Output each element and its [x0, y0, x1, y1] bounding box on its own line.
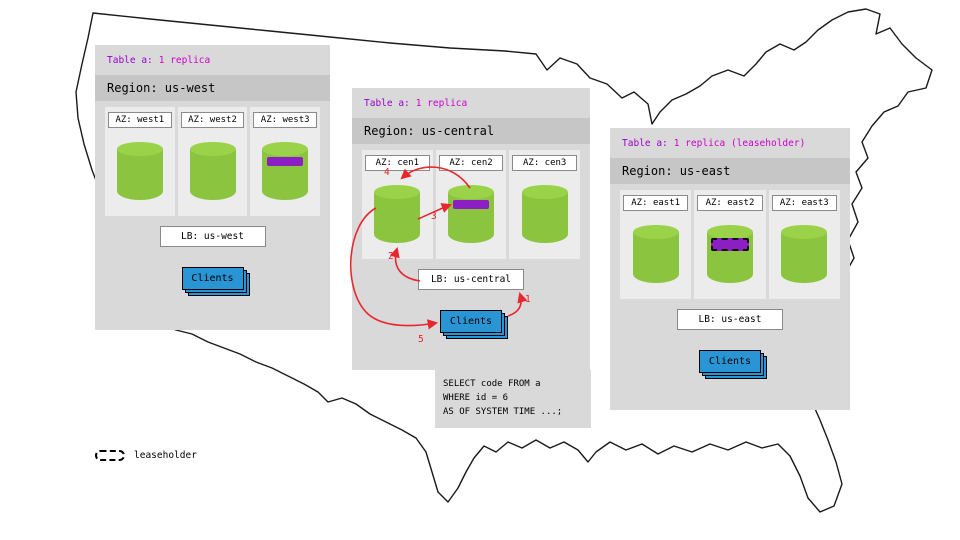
region-panel-us-central: Table a: 1 replica Region: us-central AZ:…: [352, 88, 590, 370]
table-replica-header: Table a: 1 replica: [352, 88, 590, 118]
cylinder-top: [189, 142, 236, 156]
database-cylinder: [521, 185, 568, 243]
flow-step-number: 3: [431, 211, 437, 222]
az-column-cen3: AZ: cen3: [509, 150, 581, 259]
az-column-west3: AZ: west3: [250, 107, 321, 216]
az-label: AZ: west1: [108, 112, 172, 128]
database-cylinder: [448, 185, 494, 243]
replica-band: [267, 157, 304, 166]
table-label: Table a:: [107, 55, 153, 66]
az-row: AZ: cen1 AZ: cen2 AZ: cen3: [362, 150, 581, 259]
cylinder-top: [781, 225, 828, 239]
region-title: Region: us-west: [95, 75, 330, 101]
az-label: AZ: cen1: [365, 155, 430, 171]
sql-line: AS OF SYSTEM TIME ...;: [443, 406, 563, 417]
sql-query-box: SELECT code FROM a WHERE id = 6 AS OF SY…: [435, 370, 591, 428]
database-cylinder: [706, 225, 753, 283]
database-cylinder: [374, 185, 421, 243]
flow-step-number: 4: [384, 167, 390, 178]
table-replica-header: Table a: 1 replica: [95, 45, 330, 75]
cylinder-top: [116, 142, 163, 156]
cylinder-body: [374, 192, 421, 243]
replica-label: 1 replica: [415, 98, 468, 109]
sql-line: WHERE id = 6: [443, 392, 509, 403]
az-column-east2: AZ: east2: [694, 190, 766, 299]
region-panel-us-east: Table a: 1 replica (leaseholder) Region: …: [610, 128, 850, 410]
database-cylinder: [781, 225, 828, 283]
flow-step-number: 2: [388, 251, 394, 262]
az-label: AZ: west2: [180, 112, 245, 128]
cylinder-body: [632, 232, 679, 283]
az-column-cen2: AZ: cen2: [435, 150, 507, 259]
cylinder-top: [521, 185, 568, 199]
clients-box: Clients: [181, 267, 244, 290]
az-label: AZ: cen2: [438, 155, 504, 171]
leaseholder-legend-swatch: [95, 450, 125, 461]
cylinder-top: [374, 185, 421, 199]
cylinder-body: [521, 192, 568, 243]
flow-step-number: 1: [525, 294, 531, 305]
az-column-west2: AZ: west2: [177, 107, 248, 216]
leaseholder-replica-band: [710, 238, 749, 251]
region-panel-us-west: Table a: 1 replica Region: us-west AZ: we…: [95, 45, 330, 330]
table-replica-header: Table a: 1 replica (leaseholder): [610, 128, 850, 158]
load-balancer-box: LB: us-west: [159, 226, 266, 247]
clients-box: Clients: [440, 310, 502, 333]
cylinder-top: [448, 185, 494, 199]
cylinder-body: [781, 232, 828, 283]
az-column-cen1: AZ: cen1: [362, 150, 433, 259]
replica-leaseholder-label: 1 replica (leaseholder): [673, 138, 806, 149]
load-balancer-box: LB: us-east: [677, 309, 783, 330]
cylinder-top: [706, 225, 753, 239]
cylinder-top: [632, 225, 679, 239]
az-label: AZ: east2: [697, 195, 763, 211]
cylinder-top: [262, 142, 309, 156]
region-title: Region: us-central: [352, 118, 590, 144]
az-column-east1: AZ: east1: [620, 190, 692, 299]
az-row: AZ: east1 AZ: east2 AZ: east3: [620, 190, 840, 299]
database-cylinder: [189, 142, 236, 200]
az-label: AZ: west3: [253, 112, 318, 128]
table-label: Table a:: [364, 98, 410, 109]
replica-band: [453, 200, 489, 209]
az-row: AZ: west1 AZ: west2 AZ: west3: [105, 107, 321, 216]
az-column-east3: AZ: east3: [768, 190, 840, 299]
database-cylinder: [632, 225, 679, 283]
clients-box: Clients: [699, 350, 761, 373]
az-label: AZ: east3: [771, 195, 837, 211]
load-balancer-box: LB: us-central: [418, 269, 524, 290]
leaseholder-legend: leaseholder: [95, 450, 197, 461]
az-column-west1: AZ: west1: [105, 107, 175, 216]
az-label: AZ: cen3: [512, 155, 578, 171]
cylinder-body: [189, 149, 236, 200]
database-cylinder: [262, 142, 309, 200]
az-label: AZ: east1: [623, 195, 689, 211]
replica-label: 1 replica: [158, 55, 211, 66]
region-title: Region: us-east: [610, 158, 850, 184]
database-cylinder: [116, 142, 163, 200]
leaseholder-legend-label: leaseholder: [134, 450, 197, 461]
table-label: Table a:: [622, 138, 668, 149]
flow-step-number: 5: [418, 334, 424, 345]
cylinder-body: [116, 149, 163, 200]
sql-line: SELECT code FROM a: [443, 379, 541, 389]
